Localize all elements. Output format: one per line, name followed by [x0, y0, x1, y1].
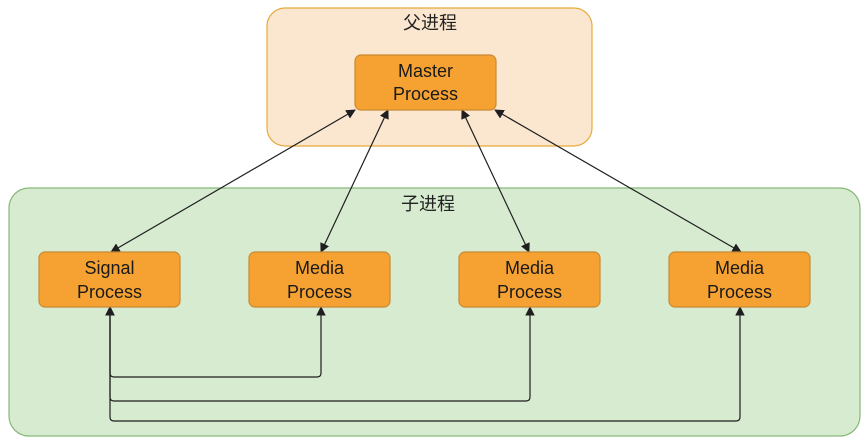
- signal-process-label-line1: Signal: [84, 258, 134, 278]
- node-master-process: Master Process: [354, 54, 497, 111]
- media-process-1-label-line1: Media: [295, 258, 345, 278]
- master-process-label-line1: Master: [398, 61, 453, 81]
- signal-process-label-line2: Process: [77, 282, 142, 302]
- media-process-3-box: [668, 251, 811, 308]
- node-media-process-2: Media Process: [458, 251, 601, 308]
- edge-master-media3: [494, 109, 742, 253]
- media-process-2-label-line2: Process: [497, 282, 562, 302]
- edge-master-media1: [320, 109, 389, 253]
- edge-master-signal: [110, 109, 356, 253]
- child-process-label: 子进程: [401, 194, 455, 215]
- media-process-2-box: [458, 251, 601, 308]
- master-process-label-line2: Process: [393, 84, 458, 104]
- node-signal-process: Signal Process: [38, 251, 181, 308]
- media-process-1-box: [248, 251, 391, 308]
- master-process-box: [354, 54, 497, 111]
- parent-process-label: 父进程: [403, 13, 457, 34]
- node-media-process-3: Media Process: [668, 251, 811, 308]
- media-process-2-label-line1: Media: [505, 258, 555, 278]
- media-process-3-label-line1: Media: [715, 258, 765, 278]
- edge-signal-media3: [105, 306, 745, 422]
- media-process-1-label-line2: Process: [287, 282, 352, 302]
- signal-edges: [105, 306, 745, 422]
- node-media-process-1: Media Process: [248, 251, 391, 308]
- child-process-container: [8, 187, 861, 437]
- master-edges: [110, 109, 742, 253]
- child-process-group: 子进程: [8, 187, 861, 437]
- signal-process-box: [38, 251, 181, 308]
- media-process-3-label-line2: Process: [707, 282, 772, 302]
